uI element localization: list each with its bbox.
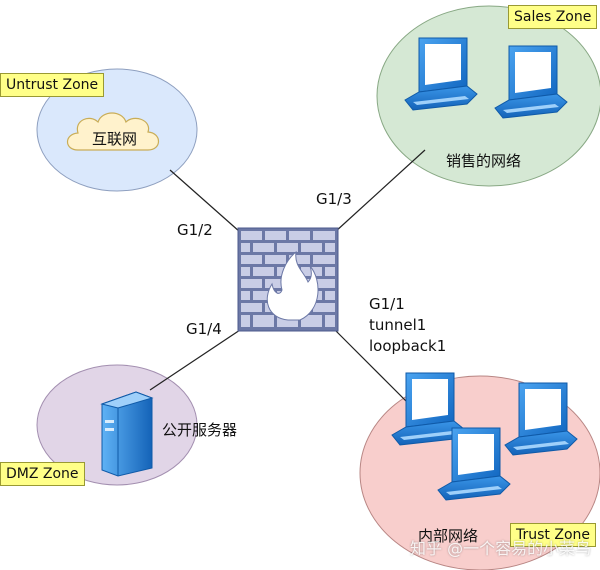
internet-label: 互联网	[92, 130, 138, 148]
interface-g14-label: G1/4	[186, 320, 222, 338]
dmz-zone-tag: DMZ Zone	[0, 462, 85, 486]
watermark-text: 知乎 @一个容易的小菜鸟	[410, 539, 592, 558]
link-g12-internet	[169, 169, 241, 233]
sales-zone-tag: Sales Zone	[508, 5, 598, 29]
trust-zone-tag: Trust Zone	[510, 523, 596, 547]
interface-tunnel-label: tunnel1	[369, 316, 427, 334]
interface-g13-label: G1/3	[316, 190, 352, 208]
internal-network-label: 内部网络	[418, 527, 479, 545]
interface-g12-label: G1/2	[177, 221, 213, 239]
link-g13-sales	[334, 149, 426, 233]
flame-icon	[266, 250, 319, 321]
server-icon	[100, 391, 154, 477]
untrust-zone-tag: Untrust Zone	[0, 73, 105, 97]
sales-network-label: 销售的网络	[446, 152, 522, 170]
interface-loopback-label: loopback1	[369, 337, 447, 355]
cloud-icon	[66, 112, 160, 151]
link-g14-dmz	[149, 329, 241, 391]
firewall-icon	[237, 227, 339, 332]
interface-g11-label: G1/1	[369, 295, 405, 313]
public-servers-label: 公开服务器	[162, 421, 238, 439]
